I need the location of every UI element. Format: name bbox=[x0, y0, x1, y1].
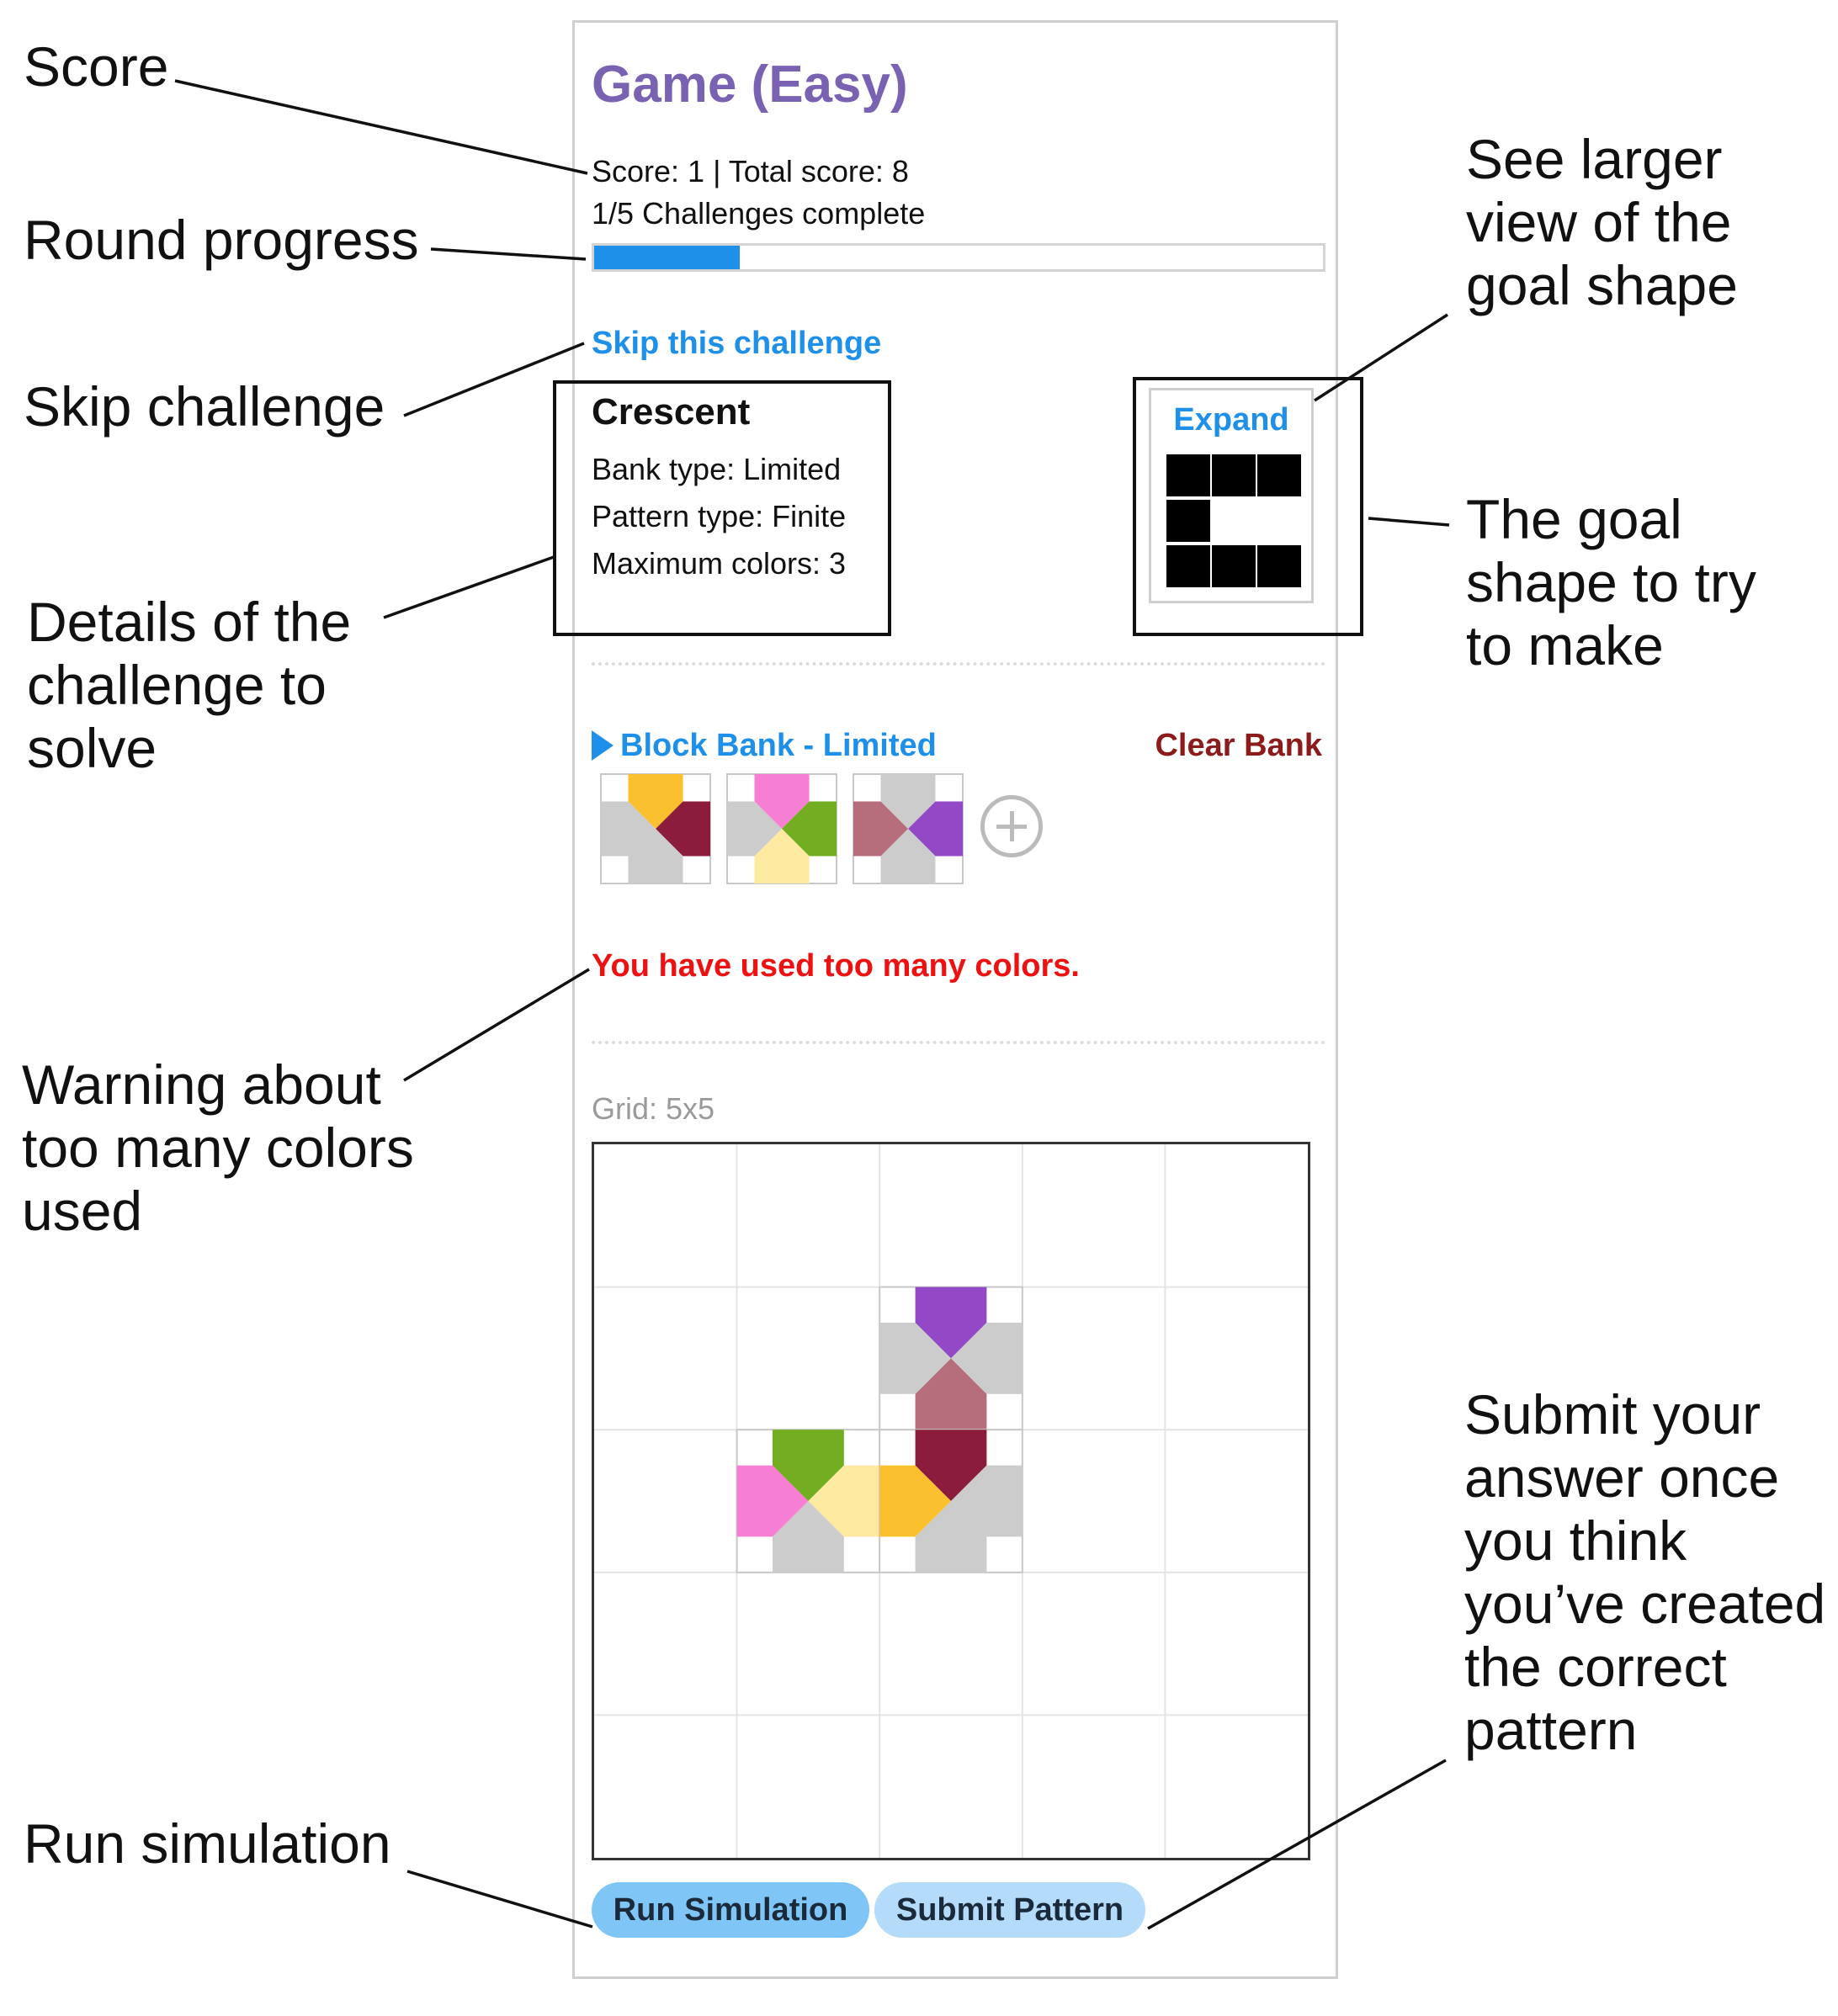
block-arm-top bbox=[915, 1287, 987, 1359]
annotation-warning: Warning about too many colors used bbox=[22, 1053, 414, 1243]
goal-shape-cell bbox=[1257, 454, 1301, 496]
score-text: Score: 1 | Total score: 8 bbox=[592, 154, 909, 188]
max-colors-text: Maximum colors: 3 bbox=[592, 546, 847, 581]
placed-block bbox=[736, 1429, 881, 1573]
annotation-line: the correct bbox=[1464, 1636, 1727, 1698]
pattern-grid[interactable] bbox=[592, 1142, 1310, 1860]
annotation-line: shape to try bbox=[1466, 551, 1756, 613]
placed-block bbox=[879, 1286, 1023, 1431]
annotation-line: answer once bbox=[1464, 1446, 1780, 1509]
grid-size-label: Grid: 5x5 bbox=[592, 1091, 715, 1126]
section-divider bbox=[592, 1041, 1325, 1044]
goal-shape-cell bbox=[1166, 454, 1210, 496]
block-arm-left bbox=[853, 801, 908, 857]
annotation-run-simulation: Run simulation bbox=[24, 1812, 391, 1875]
annotation-round-progress: Round progress bbox=[24, 209, 419, 271]
block-arm-left bbox=[727, 801, 782, 857]
block-bank-label: Block Bank - Limited bbox=[620, 728, 937, 763]
pattern-type-text: Pattern type: Finite bbox=[592, 499, 847, 533]
too-many-colors-warning: You have used too many colors. bbox=[592, 948, 1080, 984]
round-progress-bar bbox=[592, 243, 1325, 272]
bank-block-tile bbox=[726, 773, 837, 884]
annotation-line: used bbox=[22, 1180, 143, 1242]
annotation-line: to make bbox=[1466, 614, 1664, 676]
annotation-line: you’ve created bbox=[1464, 1573, 1826, 1635]
annotation-line: Submit your bbox=[1464, 1383, 1761, 1446]
pattern-grid-canvas bbox=[594, 1144, 1308, 1858]
annotation-line: solve bbox=[27, 717, 157, 779]
clear-bank-link[interactable]: Clear Bank bbox=[1155, 728, 1322, 763]
bank-block-tile bbox=[600, 773, 711, 884]
annotation-line: The goal bbox=[1466, 488, 1682, 550]
expand-triangle-icon bbox=[592, 730, 614, 761]
bank-block[interactable] bbox=[726, 773, 837, 884]
goal-shape-cell bbox=[1257, 545, 1301, 587]
annotation-score: Score bbox=[24, 35, 169, 98]
bank-block-tile bbox=[853, 773, 964, 884]
section-divider bbox=[592, 662, 1325, 666]
block-arm-left bbox=[879, 1465, 951, 1537]
add-block-icon[interactable] bbox=[980, 795, 1043, 857]
block-arm-left bbox=[601, 801, 656, 857]
game-panel: Game (Easy) Score: 1 | Total score: 8 1/… bbox=[572, 20, 1338, 1979]
annotation-line: Details of the bbox=[27, 591, 352, 653]
goal-shape-preview: Expand bbox=[1149, 388, 1314, 603]
annotation-line: goal shape bbox=[1466, 254, 1738, 316]
annotation-submit: Submit your answer once you think you’ve… bbox=[1464, 1383, 1825, 1762]
bank-block[interactable] bbox=[600, 773, 711, 884]
submit-pattern-button[interactable]: Submit Pattern bbox=[874, 1882, 1145, 1938]
placed-block bbox=[879, 1429, 1023, 1573]
annotation-line: view of the bbox=[1466, 191, 1732, 253]
skip-challenge-link[interactable]: Skip this challenge bbox=[592, 326, 882, 361]
block-arm-bottom bbox=[915, 1358, 987, 1430]
bank-block[interactable] bbox=[853, 773, 964, 884]
annotation-line: too many colors bbox=[22, 1117, 414, 1179]
annotation-line: you think bbox=[1464, 1509, 1687, 1572]
expand-goal-link[interactable]: Expand bbox=[1173, 402, 1289, 438]
block-arm-left bbox=[736, 1465, 809, 1537]
annotation-line: See larger bbox=[1466, 128, 1723, 190]
goal-shape-cell bbox=[1166, 545, 1210, 587]
goal-shape-cell bbox=[1212, 454, 1256, 496]
challenge-name: Crescent bbox=[592, 391, 751, 432]
block-arm-right bbox=[808, 1465, 880, 1537]
annotation-line: pattern bbox=[1464, 1699, 1638, 1761]
goal-shape-cell bbox=[1166, 500, 1210, 542]
challenges-progress-text: 1/5 Challenges complete bbox=[592, 196, 926, 231]
block-bank-toggle[interactable]: Block Bank - Limited bbox=[592, 728, 937, 764]
annotation-skip-challenge: Skip challenge bbox=[24, 375, 385, 438]
annotation-details: Details of the challenge to solve bbox=[27, 591, 351, 780]
game-title: Game (Easy) bbox=[592, 56, 908, 114]
round-progress-fill bbox=[594, 246, 741, 269]
annotation-line: Warning about bbox=[22, 1053, 381, 1116]
annotation-see-larger: See larger view of the goal shape bbox=[1466, 128, 1738, 317]
goal-shape-grid bbox=[1166, 454, 1303, 587]
bank-type-text: Bank type: Limited bbox=[592, 452, 842, 486]
annotation-line: challenge to bbox=[27, 654, 327, 716]
run-simulation-button[interactable]: Run Simulation bbox=[592, 1882, 869, 1938]
annotation-goal-shape: The goal shape to try to make bbox=[1466, 488, 1756, 677]
goal-shape-cell bbox=[1212, 545, 1256, 587]
